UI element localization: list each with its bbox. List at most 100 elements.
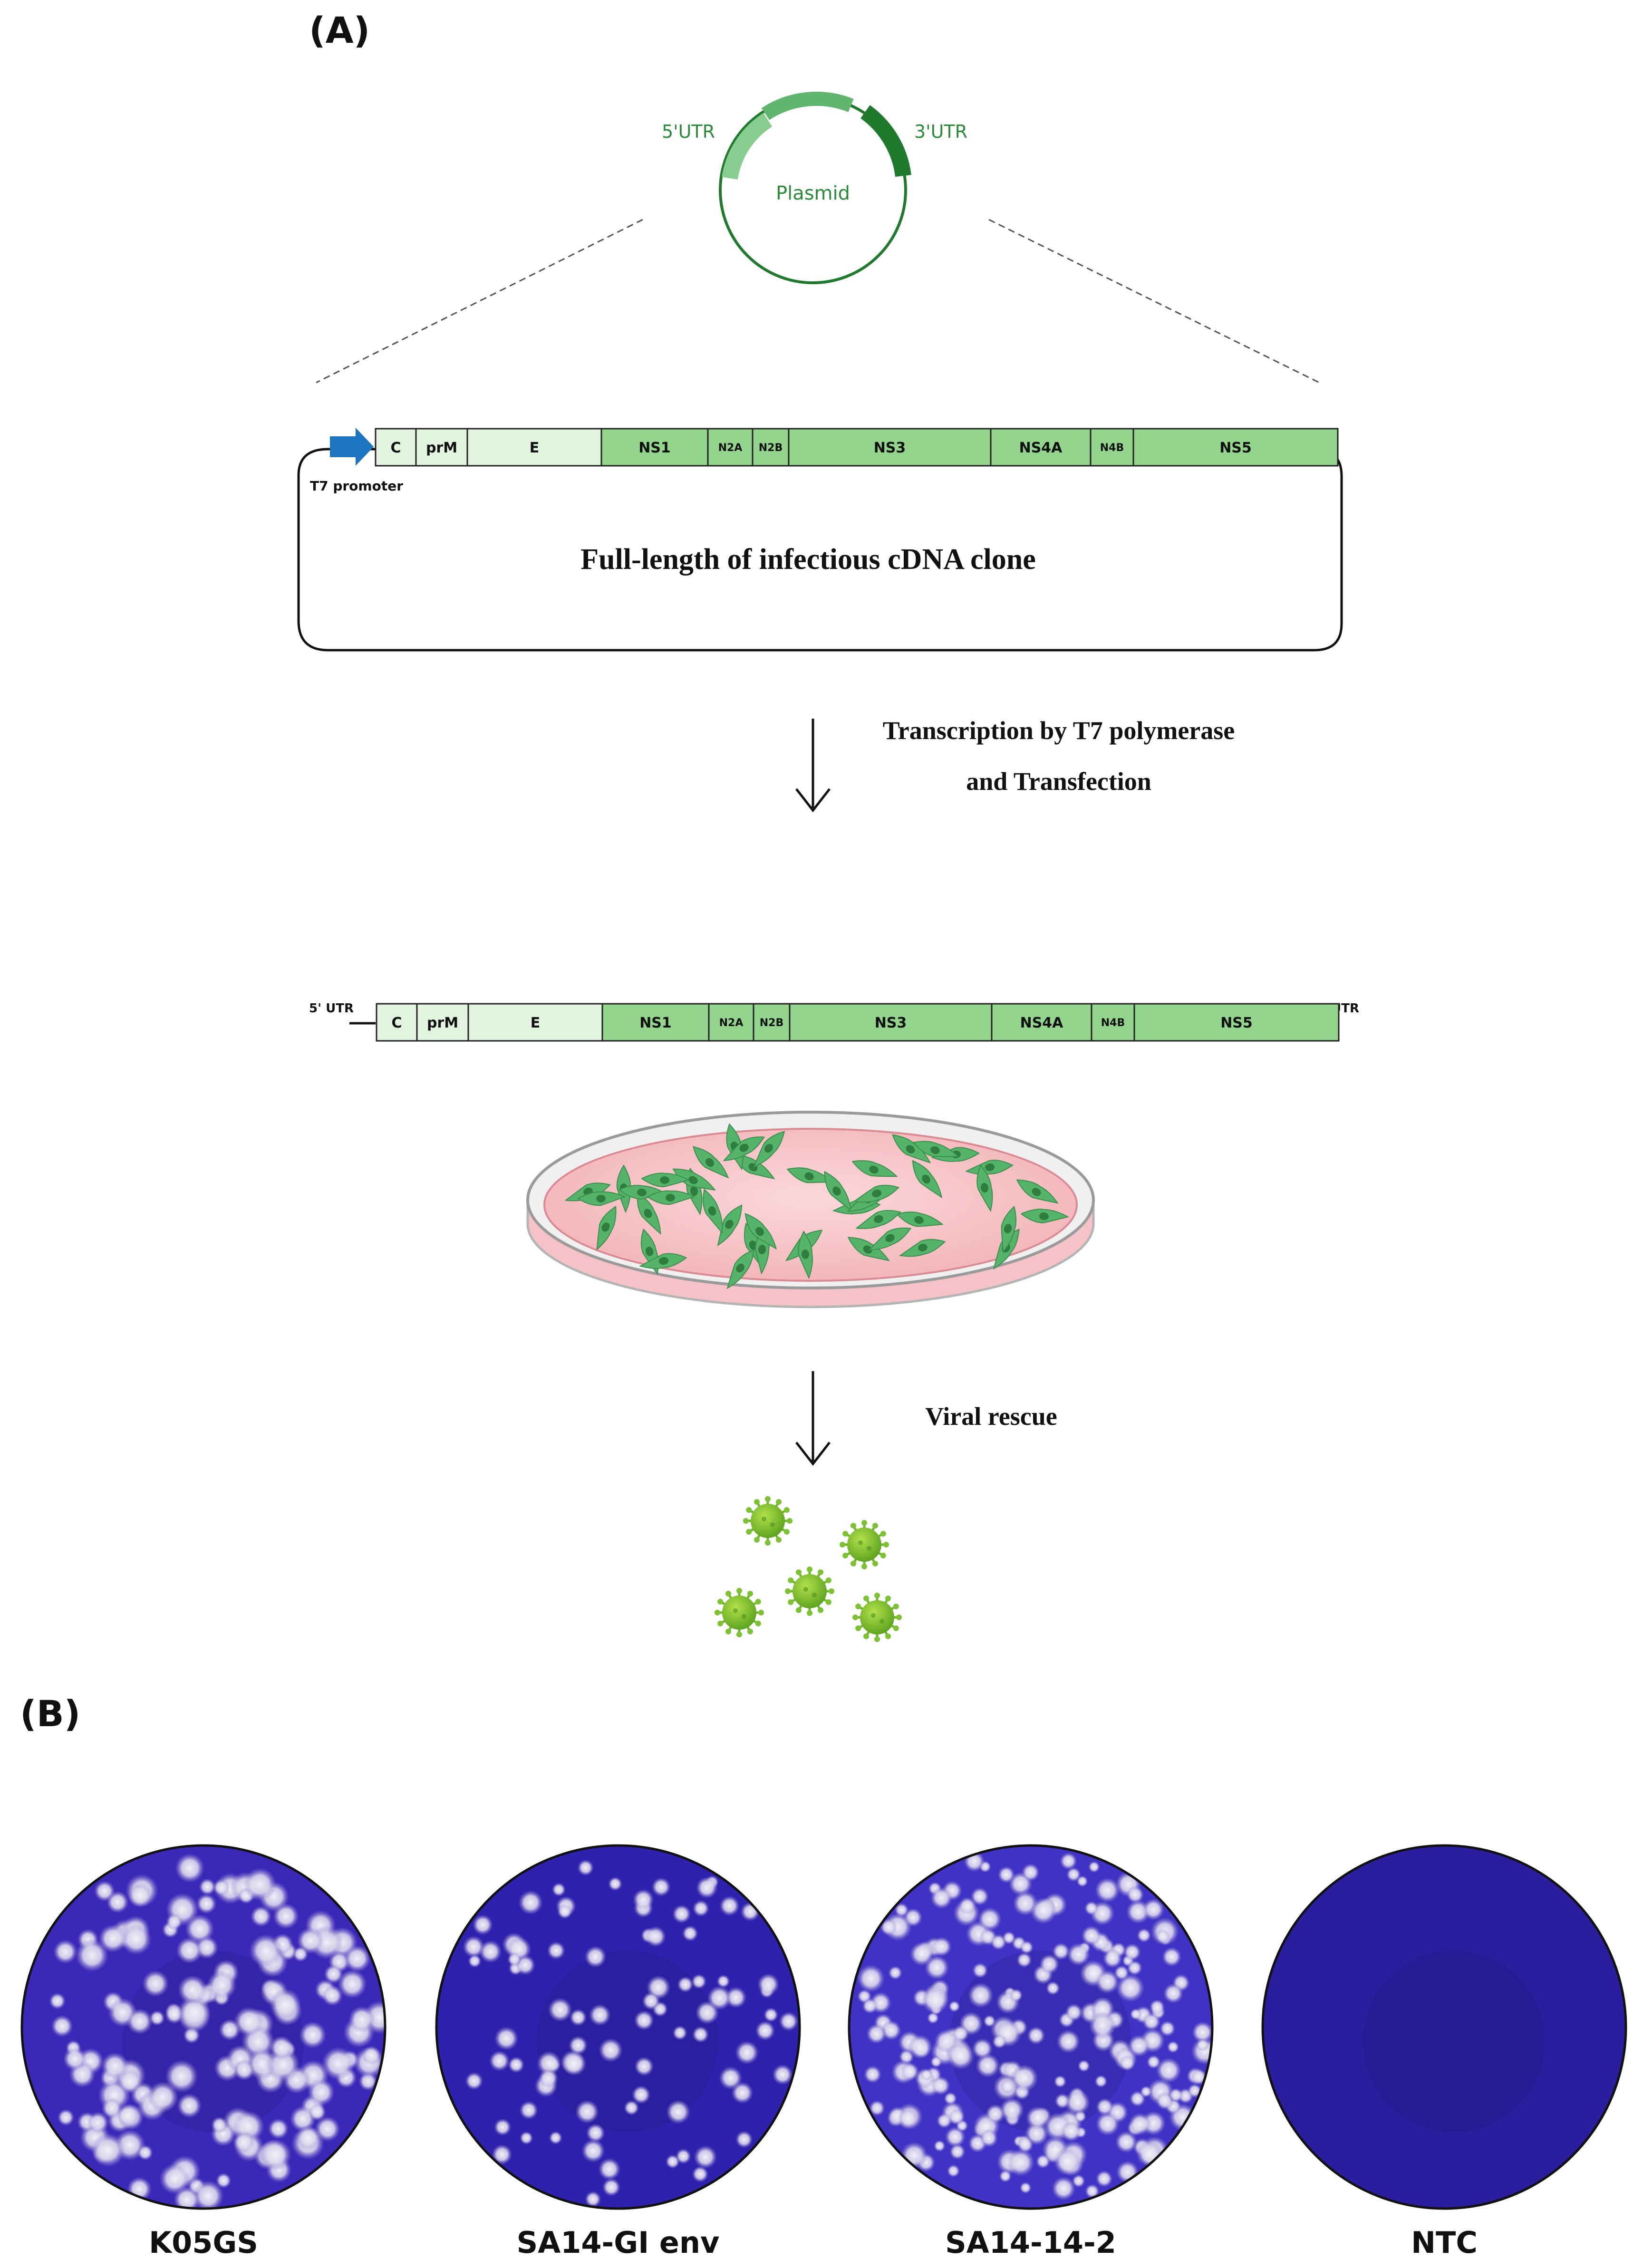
plaque [547,1941,565,1960]
plaque [348,2006,375,2033]
plaque [1130,2008,1142,2020]
plaque [1146,2055,1161,2069]
plaque [633,1889,654,1910]
plaque [696,1876,718,1899]
plasmid-utr5-arc [722,113,773,180]
cell [824,1171,852,1211]
plaque [920,2069,933,2081]
plate-label-sa14-14-2: SA14-14-2 [945,2225,1116,2260]
plaque [930,2056,942,2068]
plaque [666,2100,691,2124]
plaque [719,1895,740,1916]
virus-particle-icon [852,1593,902,1642]
plaque [976,2053,1000,2078]
plate-label-k05gs: K05GS [149,2225,258,2260]
plaque [338,1969,367,1999]
plaque [857,1964,885,1993]
plaque [537,2051,561,2076]
plaque [322,1985,343,2006]
plaque [57,2109,75,2126]
segment-label-n4b: N4B [1101,1017,1125,1029]
transcription-arrow [795,719,831,813]
segment-label-n2b: N2B [759,442,783,454]
cell [703,1189,723,1234]
plaque [880,1918,897,1936]
plaque [1035,2154,1051,2169]
petri-dish-icon [526,1111,1095,1308]
zoom-line-left [316,219,643,384]
plaque [972,2038,993,2059]
cell [892,1134,931,1164]
plaque [642,1992,660,2010]
cell [976,1164,993,1212]
plaque [1064,2089,1091,2115]
plaque [909,1941,934,1966]
segment-label-ns5: NS5 [1219,440,1252,456]
cell [753,1131,785,1168]
plaque [233,2059,255,2081]
segment-label-n4b: N4B [1100,442,1124,454]
plaque [1095,1970,1120,1994]
plaque [269,2036,294,2060]
segment-label-n2a: N2A [718,442,743,454]
plaque [128,1884,152,1908]
plaque [1095,2170,1113,2188]
plaque [91,2133,126,2167]
plaque [463,1936,485,1958]
plaque [764,2008,779,2022]
segment-label-c: C [391,1015,402,1031]
segment-n4b [1090,428,1134,467]
plaque [508,2057,525,2073]
plaque [1127,1960,1142,1976]
plaque [307,2078,335,2106]
plaque [997,1866,1015,1884]
plaque [692,2026,709,2043]
segment-c [375,428,417,467]
plaque [577,1859,594,1876]
plaque [990,1934,1007,1951]
cell-monolayer [564,1123,1069,1289]
plaque [569,2009,587,2026]
plaque [175,1853,205,1883]
plaque [999,2097,1024,2123]
plaque [602,2178,621,2197]
segment-prm [416,1003,469,1042]
plaque [177,1995,211,2029]
plaque [492,2144,512,2165]
plaque [1159,2020,1176,2037]
segment-label-n2a: N2A [719,1017,744,1029]
cell [1001,1205,1017,1253]
plaque [1056,2029,1081,2054]
plaque [947,2042,975,2070]
t7-promoter-arrow [330,428,374,466]
plaque [308,2103,326,2121]
plaque [1011,2064,1038,2092]
plaque [250,1906,272,1927]
plate-label-sa14-gi-env: SA14-GI env [517,2225,720,2260]
plaque [1128,2035,1150,2057]
plaque [568,2036,588,2055]
plaque [1052,2176,1076,2201]
plaque [315,2116,340,2142]
plaque [1016,1952,1032,1968]
plaque [87,2112,109,2133]
plaque [676,2148,691,2164]
plaque [1060,1852,1077,1870]
plaque [538,2068,559,2088]
plaque [1017,2136,1034,2153]
plaque [631,2085,651,2105]
cell [726,1249,755,1289]
plaque [361,2046,381,2066]
plaque [1095,2112,1120,2136]
plaque [1025,2106,1050,2130]
plaque [898,2108,918,2129]
plaque [1115,2131,1138,2153]
virus-particle-icon [743,1496,793,1546]
segment-label-c: C [390,440,401,456]
plaque [634,2057,654,2076]
plaque [692,2166,709,2182]
cell [896,1211,944,1227]
segment-label-ns4a: NS4A [1020,1015,1064,1031]
